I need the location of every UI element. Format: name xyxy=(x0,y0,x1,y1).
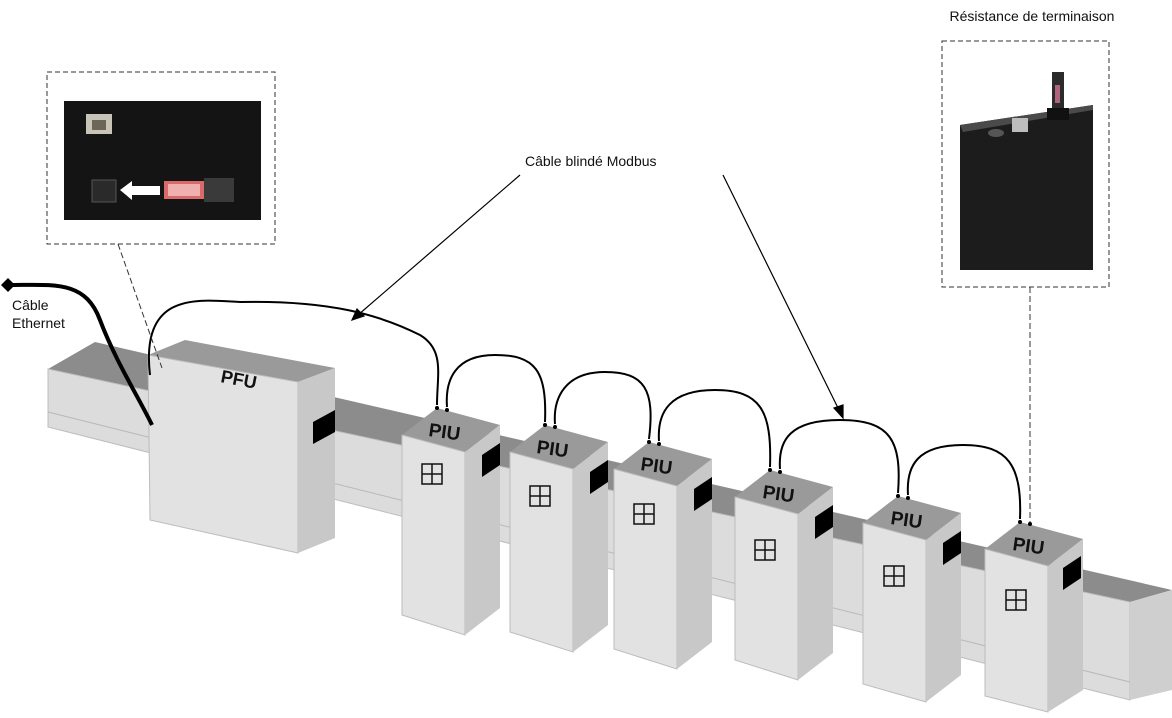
piu-top xyxy=(985,522,1083,566)
rj45-jack-top-inner xyxy=(92,120,106,130)
terminator-resistor-highlight xyxy=(1055,85,1060,103)
piu-side xyxy=(677,459,712,669)
insert-arrow-icon xyxy=(120,181,160,200)
modbus-port xyxy=(445,408,449,412)
modbus-pointers xyxy=(350,174,844,420)
piu-connector xyxy=(815,505,833,539)
modbus-port xyxy=(906,496,910,500)
piu-side xyxy=(798,487,833,680)
terminator-inset xyxy=(941,40,1110,522)
piu-label: PIU xyxy=(427,420,461,445)
piu-label: PIU xyxy=(1011,534,1045,559)
modbus-port xyxy=(647,440,651,444)
ethernet-label-line2: Ethernet xyxy=(12,315,65,331)
modbus-cables xyxy=(147,299,1022,520)
piu-connector xyxy=(943,531,961,565)
modbus-port xyxy=(1018,520,1022,524)
window-icon xyxy=(529,485,551,507)
modbus-port xyxy=(543,423,547,427)
piu-top xyxy=(735,470,833,514)
piu-side xyxy=(465,425,500,635)
rail-end xyxy=(1130,590,1172,700)
window-icon xyxy=(883,565,905,587)
modbus-port xyxy=(1028,522,1032,526)
piu-connector xyxy=(482,443,500,477)
photo-hole xyxy=(988,129,1004,137)
piu-label: PIU xyxy=(889,508,923,533)
modbus-cable-pfu-piu1 xyxy=(147,299,440,406)
piu-module-1: PIU xyxy=(401,406,500,636)
piu-front xyxy=(401,434,466,636)
rj45-plug-clip xyxy=(168,184,200,196)
piu-top xyxy=(402,408,500,452)
piu-connector xyxy=(1063,556,1081,590)
piu-top xyxy=(510,425,608,469)
modbus-cable-piu3-piu4 xyxy=(657,388,772,468)
piu-module-4: PIU xyxy=(734,468,833,681)
modbus-cable-piu2-piu3 xyxy=(553,370,652,440)
piu-front xyxy=(734,496,799,681)
piu-top xyxy=(614,442,712,486)
piu-front xyxy=(984,548,1049,713)
modbus-port xyxy=(778,470,782,474)
inset-pointer-line xyxy=(117,243,163,369)
piu-top xyxy=(863,496,961,540)
terminator-base xyxy=(1047,108,1069,120)
inset-frame xyxy=(941,40,1110,288)
photo-rj45 xyxy=(1012,118,1028,132)
inset-frame xyxy=(46,71,276,245)
modbus-port xyxy=(768,468,772,472)
piu-connector xyxy=(694,477,712,511)
window-icon xyxy=(633,503,655,525)
ethernet-label-line1: Câble xyxy=(12,297,49,313)
piu-side xyxy=(573,442,608,652)
ethernet-plug-icon xyxy=(1,278,15,292)
photo-box xyxy=(960,105,1093,270)
window-icon xyxy=(1005,589,1027,611)
rj45-boot xyxy=(204,178,234,202)
piu-module-2: PIU xyxy=(509,423,608,653)
modbus-port xyxy=(657,442,661,446)
window-icon xyxy=(754,539,776,561)
piu-label: PIU xyxy=(761,482,795,507)
modbus-cable-piu4-piu5 xyxy=(778,418,900,494)
modbus-port xyxy=(435,406,439,410)
modbus-cable-label: Câble blindé Modbus xyxy=(525,153,657,169)
piu-module-6: PIU xyxy=(984,520,1083,713)
terminator-label: Résistance de terminaison xyxy=(950,8,1115,24)
arrowhead-icon xyxy=(832,404,844,420)
pfu-top xyxy=(148,340,335,382)
ethernet-cable-line xyxy=(7,282,154,426)
piu-module-3: PIU xyxy=(613,440,712,670)
piu-front xyxy=(862,522,927,703)
piu-front xyxy=(509,451,574,653)
modbus-cable-piu5-piu6 xyxy=(906,443,1022,520)
modbus-cable-piu1-piu2 xyxy=(445,353,547,423)
piu-side xyxy=(926,513,961,702)
pfu-side xyxy=(298,368,335,553)
piu-connector xyxy=(590,460,608,494)
piu-module-5: PIU xyxy=(862,494,961,703)
pfu-connector xyxy=(313,410,335,444)
piu-front xyxy=(613,468,678,670)
arrowhead-icon xyxy=(350,307,366,322)
modbus-port xyxy=(553,425,557,429)
rj45-socket xyxy=(91,179,117,203)
ethernet-cable xyxy=(1,278,154,426)
window-icon xyxy=(421,463,443,485)
piu-label: PIU xyxy=(639,454,673,479)
piu-label: PIU xyxy=(535,437,569,462)
modbus-port xyxy=(896,494,900,498)
pfu-module: PFU xyxy=(147,340,335,554)
rj45-inset xyxy=(46,71,276,369)
